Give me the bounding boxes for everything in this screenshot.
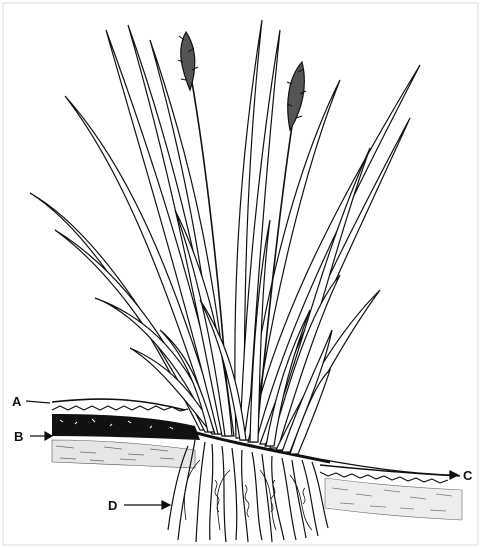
seed-head-right [288,62,305,130]
seed-head-left [181,32,195,90]
label-a: A [12,394,22,409]
arrowhead-c [450,471,458,479]
soil-layers-right [320,465,462,520]
grass-leaves [30,20,420,454]
arrowhead-b [45,432,52,440]
pointer-a [26,401,50,403]
label-d: D [108,498,117,513]
arrowhead-d [162,501,170,509]
label-c: C [463,468,473,483]
label-b: B [14,429,23,444]
soil-layers-left [52,399,200,468]
